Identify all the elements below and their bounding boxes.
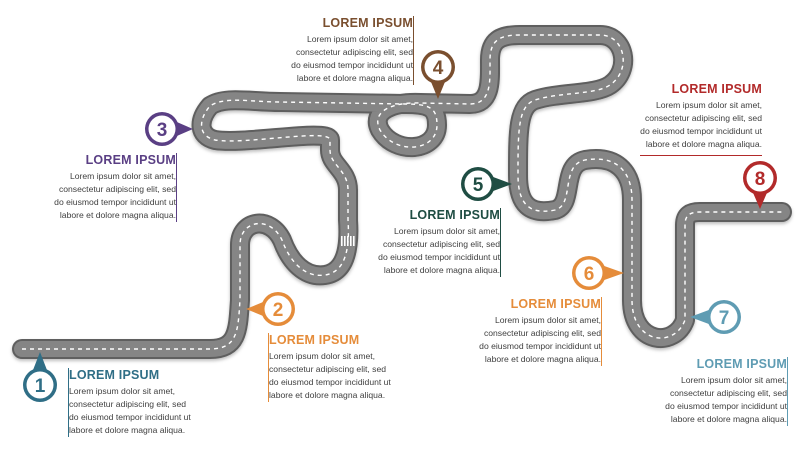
step-8-text: LOREM IPSUM Lorem ipsum dolor sit amet,c… [640,82,762,156]
step-6-text: LOREM IPSUM Lorem ipsum dolor sit amet,c… [479,297,602,366]
step-2-text: LOREM IPSUM Lorem ipsum dolor sit amet,c… [268,333,391,402]
step-4-title: LOREM IPSUM [322,16,413,30]
winding-road [12,25,792,359]
step-1-marker: 1 [23,352,57,402]
marker-pointer [32,352,48,373]
step-1-title: LOREM IPSUM [69,368,160,382]
marker-pointer [690,309,712,325]
crosswalk-stripe [341,236,343,246]
step-4-marker: 4 [421,50,455,99]
step-5-number: 5 [473,175,484,196]
step-4-number: 4 [433,58,444,79]
step-markers: 1 2 3 4 5 6 7 8 [23,50,777,402]
crosswalk-stripe [350,236,352,246]
marker-face [575,259,603,287]
crosswalk-stripe [353,236,355,246]
step-3-description: Lorem ipsum dolor sit amet,consectetur a… [54,171,176,220]
crosswalk-stripe [344,236,346,246]
marker-pointer [246,301,266,317]
step-1-text: LOREM IPSUM Lorem ipsum dolor sit amet,c… [68,368,191,437]
marker-pointer [490,176,512,192]
step-2-number: 2 [273,300,284,321]
step-6-description: Lorem ipsum dolor sit amet,consectetur a… [479,315,601,364]
step-8-number: 8 [755,169,766,190]
step-3-marker: 3 [145,112,193,146]
marker-pointer [430,79,446,99]
marker-pointer [174,121,193,137]
road-lane-markings [22,34,782,350]
step-3-title: LOREM IPSUM [85,153,176,167]
step-3-number: 3 [157,120,168,141]
step-6-marker: 6 [572,256,624,290]
step-8-marker: 8 [743,161,777,209]
marker-face [710,303,738,331]
step-7-text: LOREM IPSUM Lorem ipsum dolor sit amet,c… [665,357,788,426]
step-6-title: LOREM IPSUM [510,297,601,311]
crosswalk [341,236,355,246]
step-7-title: LOREM IPSUM [696,357,787,371]
step-2-description: Lorem ipsum dolor sit amet,consectetur a… [269,351,391,400]
step-4-text: LOREM IPSUM Lorem ipsum dolor sit amet,c… [291,16,414,85]
step-4-description: Lorem ipsum dolor sit amet,consectetur a… [291,34,413,83]
step-5-description: Lorem ipsum dolor sit amet,consectetur a… [378,226,500,275]
marker-face [148,115,176,143]
marker-pointer [752,190,768,209]
step-3-text: LOREM IPSUM Lorem ipsum dolor sit amet,c… [54,153,177,222]
step-6-number: 6 [584,264,595,285]
step-7-description: Lorem ipsum dolor sit amet,consectetur a… [665,375,787,424]
marker-pointer [601,265,624,281]
marker-face [464,170,492,198]
step-2-marker: 2 [246,292,295,326]
step-7-number: 7 [719,308,730,329]
step-8-description: Lorem ipsum dolor sit amet,consectetur a… [640,100,762,149]
marker-face [26,371,54,399]
step-8-title: LOREM IPSUM [671,82,762,96]
step-2-title: LOREM IPSUM [269,333,360,347]
marker-face [264,295,292,323]
crosswalk-stripe [347,236,349,246]
step-5-marker: 5 [461,167,512,201]
step-5-text: LOREM IPSUM Lorem ipsum dolor sit amet,c… [378,208,501,277]
step-5-title: LOREM IPSUM [409,208,500,222]
step-1-description: Lorem ipsum dolor sit amet,consectetur a… [69,386,191,435]
marker-face [424,53,452,81]
step-7-marker: 7 [690,300,741,334]
step-1-number: 1 [35,376,46,397]
marker-face [746,164,774,192]
